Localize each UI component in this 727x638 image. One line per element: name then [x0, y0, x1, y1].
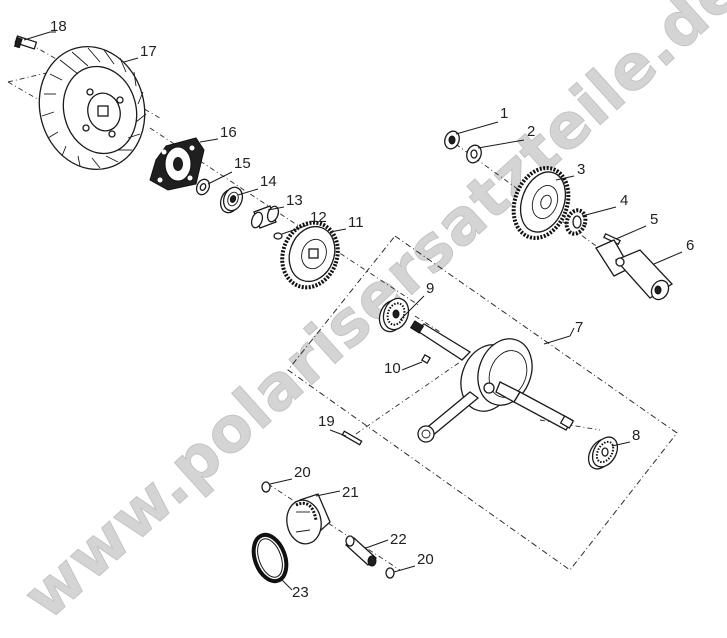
callout-7: 7: [575, 319, 583, 336]
part-13-collar: [250, 205, 280, 229]
part-6-starter-shaft: [595, 239, 674, 301]
callout-12: 12: [310, 209, 327, 226]
callout-8: 8: [632, 427, 640, 444]
part-19-dowel-pin: [341, 430, 363, 446]
part-9-bearing: [378, 297, 410, 333]
part-22-piston-pin: [345, 535, 377, 567]
callout-17: 17: [140, 43, 157, 60]
part-16-one-way-clutch: [149, 137, 205, 191]
callout-3: 3: [577, 161, 585, 178]
part-2-washer: [466, 144, 482, 164]
part-12-key: [273, 232, 283, 240]
part-15-washer: [195, 178, 211, 196]
part-20-clip-b: [385, 567, 395, 579]
callout-11: 11: [348, 214, 364, 231]
callout-labels: 1 2 3 4 5 6 7 8 9 10 11 12 13 14 15 16 1…: [50, 18, 694, 601]
callout-10: 10: [384, 360, 401, 377]
callout-6: 6: [686, 237, 694, 254]
callout-18: 18: [50, 18, 67, 35]
callout-14: 14: [260, 173, 277, 190]
part-17-flywheel: [38, 45, 147, 171]
callout-23: 23: [292, 584, 309, 601]
part-21-piston: [286, 493, 331, 545]
callout-13: 13: [286, 192, 303, 209]
leader-lines: [23, 31, 683, 591]
callout-15: 15: [234, 155, 251, 172]
part-4-pinion: [564, 208, 588, 236]
part-1-nut: [444, 130, 460, 150]
callout-19: 19: [318, 413, 335, 430]
callout-20b: 20: [417, 551, 434, 568]
part-14-bearing: [219, 186, 244, 214]
part-11-gear: [280, 220, 340, 290]
part-18-bolt: [13, 35, 38, 50]
callout-20a: 20: [294, 464, 311, 481]
part-8-bearing: [587, 436, 619, 470]
part-7-crankshaft: [409, 320, 575, 443]
callout-1: 1: [500, 105, 508, 122]
callout-5: 5: [650, 211, 658, 228]
part-20-clip-a: [261, 481, 271, 493]
callout-22: 22: [390, 531, 407, 548]
callout-16: 16: [220, 124, 237, 141]
part-3-starter-gear: [511, 166, 571, 240]
callout-9: 9: [426, 280, 434, 297]
callout-21: 21: [342, 484, 359, 501]
callout-4: 4: [620, 192, 628, 209]
part-23-piston-rings: [251, 532, 289, 584]
part-10-key: [421, 354, 431, 364]
callout-2: 2: [527, 123, 535, 140]
